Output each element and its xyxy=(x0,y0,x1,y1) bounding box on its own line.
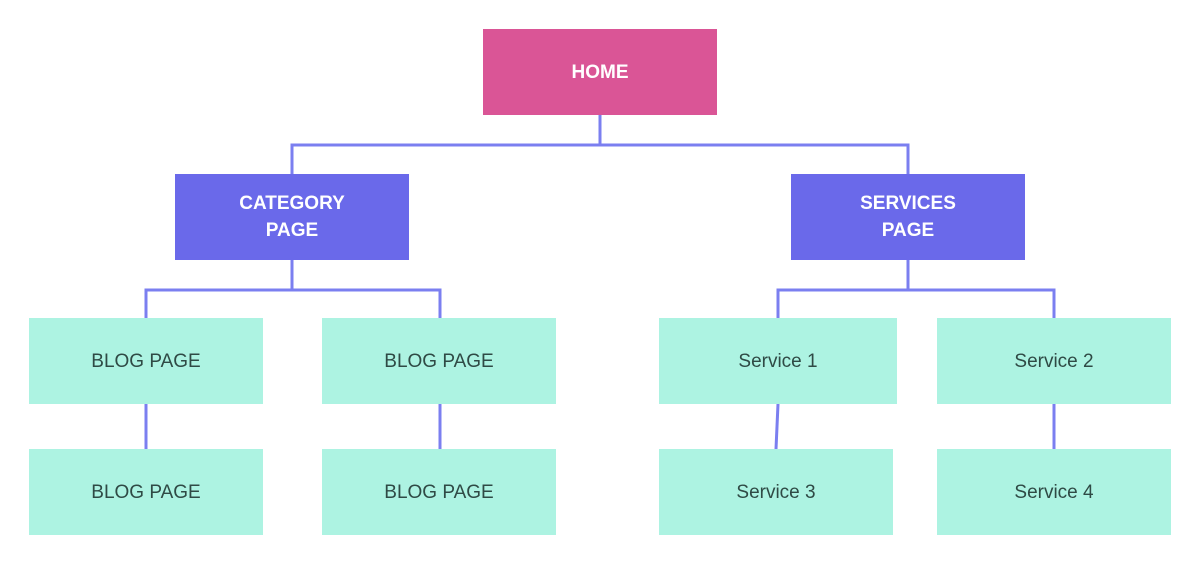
home-label: HOME xyxy=(571,61,629,83)
blog-page-node: BLOG PAGE xyxy=(29,449,263,535)
service-2-label: Service 2 xyxy=(1014,350,1094,372)
service-2-node: Service 2 xyxy=(937,318,1171,404)
blog-page-label: BLOG PAGE xyxy=(91,350,201,372)
blog-page-label: BLOG PAGE xyxy=(91,481,201,503)
blog-page-label: BLOG PAGE xyxy=(384,481,494,503)
services-page-label: SERVICES PAGE xyxy=(860,193,956,241)
service-3-label: Service 3 xyxy=(736,481,816,503)
service-4-node: Service 4 xyxy=(937,449,1171,535)
connector-service-1-to-service-3 xyxy=(774,402,780,451)
service-3-node: Service 3 xyxy=(659,449,893,535)
blog-page-node: BLOG PAGE xyxy=(29,318,263,404)
category-page-label: CATEGORY PAGE xyxy=(239,193,345,241)
blog-page-node: BLOG PAGE xyxy=(322,449,556,535)
service-1-node: Service 1 xyxy=(659,318,897,404)
service-1-label: Service 1 xyxy=(738,350,818,372)
home-node: HOME xyxy=(483,29,717,115)
category-page-node: CATEGORY PAGE xyxy=(175,174,409,260)
service-4-label: Service 4 xyxy=(1014,481,1094,503)
services-page-node: SERVICES PAGE xyxy=(791,174,1025,260)
blog-page-label: BLOG PAGE xyxy=(384,350,494,372)
blog-page-node: BLOG PAGE xyxy=(322,318,556,404)
